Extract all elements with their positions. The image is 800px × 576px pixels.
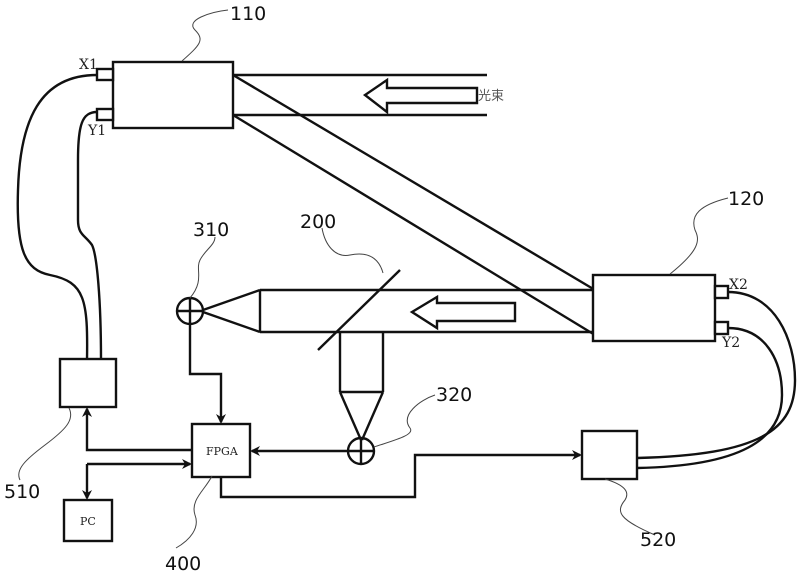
driver-510	[58, 357, 118, 409]
ref-520: 520	[640, 529, 676, 551]
incoming-beam-arrow	[362, 77, 479, 115]
port-y1	[95, 107, 115, 122]
leader-510	[18, 407, 72, 481]
port-x2	[713, 284, 730, 300]
detector-310	[175, 288, 262, 334]
leader-520	[604, 478, 656, 536]
detector-320	[338, 332, 385, 466]
fpga-label: FPGA	[206, 445, 239, 458]
fiber-y2	[636, 326, 784, 470]
ref-110: 110	[230, 3, 266, 25]
port-x2-label: X2	[729, 277, 748, 293]
fiber-y1	[76, 110, 103, 361]
port-y2-label: Y2	[721, 335, 740, 351]
ref-200: 200	[300, 211, 336, 233]
port-y2	[713, 320, 730, 336]
ref-400: 400	[165, 553, 201, 575]
port-x1	[95, 67, 115, 82]
ref-320: 320	[436, 384, 472, 406]
signal-wires	[82, 324, 582, 500]
fiber-x2	[636, 290, 797, 460]
beam-label: 光束	[478, 89, 504, 104]
splitter-110	[95, 60, 235, 130]
port-y1-label: Y1	[87, 123, 106, 139]
wire-310-to-fpga	[188, 324, 226, 424]
leader-320	[373, 394, 436, 448]
pc-label: PC	[80, 515, 96, 528]
fiber-x1	[16, 73, 98, 361]
wire-fpga-to-510	[82, 407, 192, 452]
leader-110	[181, 9, 229, 62]
leader-310	[189, 236, 216, 299]
leader-400	[175, 475, 213, 549]
driver-520	[580, 429, 639, 481]
diagonal-beam-upper	[232, 73, 596, 292]
ref-120: 120	[728, 188, 764, 210]
ref-310: 310	[193, 219, 229, 241]
leader-120	[669, 197, 729, 275]
ref-510: 510	[4, 481, 40, 503]
diagonal-beam-lower	[232, 113, 596, 337]
port-x1-label: X1	[79, 57, 98, 73]
beam-splitter-200	[317, 269, 401, 351]
leader-200	[321, 227, 384, 274]
pc-box	[62, 498, 114, 543]
wire-fpga-to-520	[219, 450, 582, 499]
splitter-120	[591, 273, 730, 343]
return-beam-arrow	[409, 294, 517, 331]
beam-paths	[232, 73, 596, 337]
